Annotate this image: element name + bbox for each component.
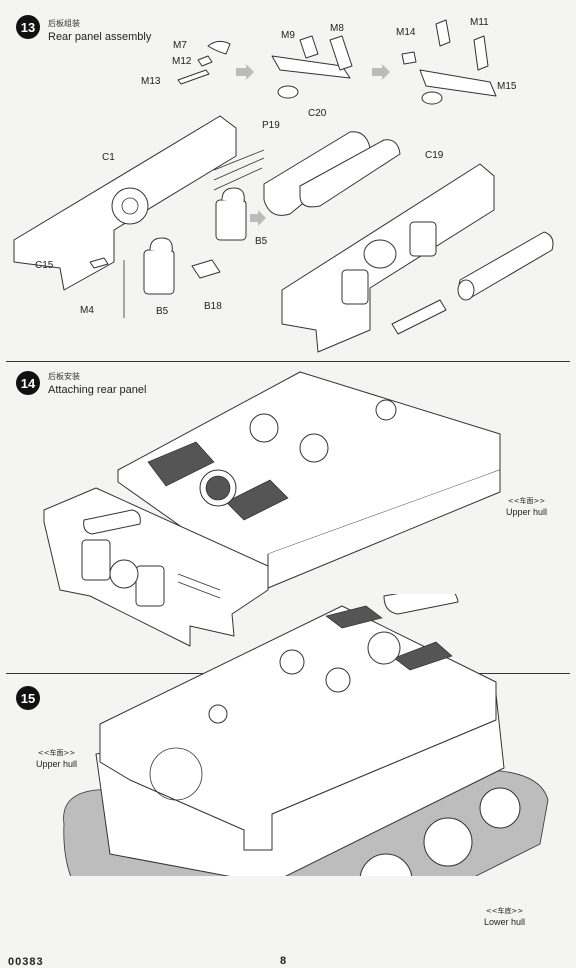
label-m14: M14 [396,27,416,38]
step-15-lower-hull-cn: <<车底>> [485,907,524,915]
step-15-upper-hull-note: <<车面>> Upper hull [36,748,77,770]
step-13-title-cn: 后板组装 [48,19,80,28]
label-m8: M8 [330,23,344,34]
label-b5-bottom: B5 [156,306,169,317]
step-15-upper-hull-text: Upper hull [36,759,78,769]
kit-code: 00383 [8,956,44,968]
label-c19: C19 [425,150,444,161]
step-15-upper-hull-cn: <<车面>> [37,749,76,757]
label-m12: M12 [172,56,192,67]
step-14-title-cn: 后板安装 [48,372,80,381]
step-15-section: 15 <<车面>> Upper hull < [0,594,576,956]
step-13-drawing [13,19,554,353]
step-13-number: 13 [16,15,40,39]
step-14-section: 14 后板安装 Attaching rear panel <<车面>> [0,362,576,672]
label-m13: M13 [141,76,161,87]
step-13-section: 13 后板组装 Rear panel assembly [0,0,576,360]
step-15-lower-hull-note: <<车底>> Lower hull [484,906,525,928]
step-15-number: 15 [16,686,40,710]
label-m4: M4 [80,305,94,316]
label-b5-right: B5 [255,236,268,247]
label-c1: C1 [102,152,115,163]
step-15-drawing [63,594,549,876]
label-m7: M7 [173,40,187,51]
step-14-drawing [43,371,501,647]
step-14-upper-hull-cn: <<车面>> [507,497,546,505]
label-c15: C15 [35,260,54,271]
label-m9: M9 [281,30,295,41]
step-14-title: Attaching rear panel [48,384,147,396]
label-m15: M15 [497,81,517,92]
divider-13-14 [6,361,570,362]
step-15-lower-hull-text: Lower hull [484,917,526,927]
label-m11: M11 [470,17,489,28]
label-p19: P19 [262,120,280,131]
step-14-upper-hull-text: Upper hull [506,507,548,517]
step-14-number: 14 [16,371,40,395]
label-c20: C20 [308,108,327,119]
page-number: 8 [280,955,287,967]
step-13-title: Rear panel assembly [48,31,152,43]
step-14-upper-hull-note: <<车面>> Upper hull [506,496,547,518]
label-b18: B18 [204,301,222,312]
